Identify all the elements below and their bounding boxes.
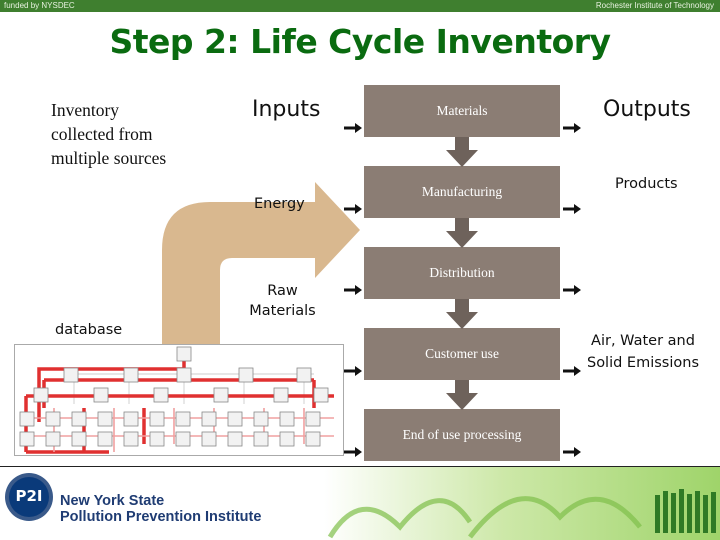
big-arrow-shape xyxy=(162,182,360,350)
outputs-heading: Outputs xyxy=(603,97,691,122)
org-name: New York State Pollution Prevention Inst… xyxy=(60,493,261,525)
energy-label: Energy xyxy=(254,196,305,212)
products-label: Products xyxy=(615,176,678,192)
raw-materials-label: Raw Materials xyxy=(240,281,325,321)
output-arrow-icon xyxy=(563,366,581,376)
footer: P2I New York State Pollution Prevention … xyxy=(0,467,720,540)
output-arrow-icon xyxy=(563,123,581,133)
institute-text: Rochester Institute of Technology xyxy=(595,1,714,10)
input-arrow-icon xyxy=(344,123,362,133)
inventory-note: Inventory collected from multiple source… xyxy=(51,98,166,170)
emissions-line: Solid Emissions xyxy=(586,355,699,371)
input-arrow-icon xyxy=(344,447,362,457)
inventory-note-line: Inventory xyxy=(51,100,120,120)
database-nodes xyxy=(19,346,329,447)
input-arrow-icon xyxy=(344,285,362,295)
inventory-note-line: collected from xyxy=(51,124,153,144)
big-curved-arrow xyxy=(162,182,360,350)
inputs-heading: Inputs xyxy=(252,97,321,122)
stage-materials: Materials xyxy=(364,85,560,137)
leaf-decoration xyxy=(0,467,720,540)
down-arrow-icon xyxy=(446,380,478,410)
input-arrow-icon xyxy=(344,366,362,376)
down-arrow-icon xyxy=(446,137,478,167)
footer-divider xyxy=(0,466,720,467)
output-arrow-icon xyxy=(563,447,581,457)
p2i-logo-text: P2I xyxy=(15,487,43,505)
raw-materials-line: Materials xyxy=(249,303,316,319)
slide-title: Step 2: Life Cycle Inventory xyxy=(109,22,611,61)
stage-customer-use: Customer use xyxy=(364,328,560,380)
down-arrow-icon xyxy=(446,218,478,248)
people-silhouettes xyxy=(655,489,716,533)
org-name-line: New York State xyxy=(60,493,165,509)
database-label: database xyxy=(55,322,123,338)
down-arrow-icon xyxy=(446,299,478,329)
stage-label: Customer use xyxy=(425,346,499,361)
output-arrow-icon xyxy=(563,204,581,214)
header-bar: funded by NYSDEC Rochester Institute of … xyxy=(0,0,720,12)
stage-label: Materials xyxy=(436,103,488,118)
p2i-logo-icon: P2I xyxy=(5,473,53,521)
inventory-note-line: multiple sources xyxy=(51,148,167,168)
stage-manufacturing: Manufacturing xyxy=(364,166,560,218)
raw-materials-line: Raw xyxy=(267,283,298,299)
stage-distribution: Distribution xyxy=(364,247,560,299)
stage-label: Distribution xyxy=(429,265,495,280)
emissions-line: Air, Water and xyxy=(591,333,695,349)
org-name-line: Pollution Prevention Institute xyxy=(60,509,262,525)
database-diagram xyxy=(14,344,344,456)
stage-end-of-use: End of use processing xyxy=(364,409,560,461)
emissions-label: Air, Water and Solid Emissions xyxy=(582,330,704,374)
stage-label: Manufacturing xyxy=(421,184,503,199)
stage-label: End of use processing xyxy=(402,427,522,442)
funder-text: funded by NYSDEC xyxy=(4,1,75,10)
input-arrow-icon xyxy=(344,204,362,214)
output-arrow-icon xyxy=(563,285,581,295)
